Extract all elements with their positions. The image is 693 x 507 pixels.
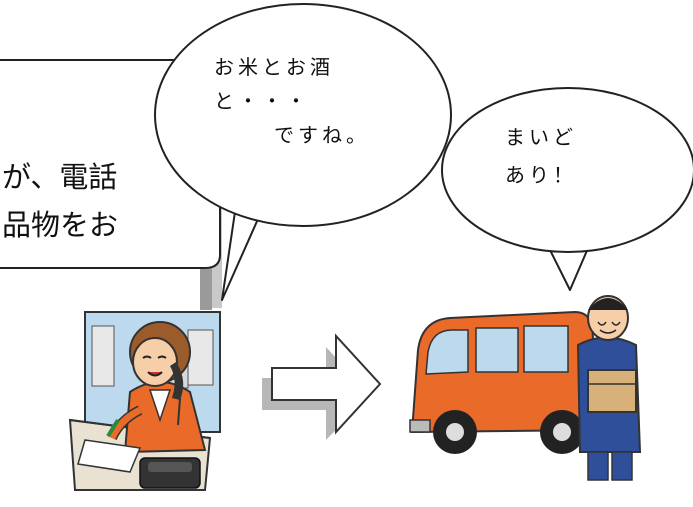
driver-bubble-line-1: まいど xyxy=(505,125,577,149)
main-text-line-2: 品物をお xyxy=(2,208,119,242)
driver-bubble-line-2: あり！ xyxy=(505,163,577,187)
operator-speech-bubble xyxy=(154,3,452,301)
van-illustration xyxy=(409,295,642,481)
operator-illustration xyxy=(68,311,221,491)
telephone-icon xyxy=(139,362,201,489)
delivery-man xyxy=(576,295,642,481)
parcel-icon xyxy=(587,369,637,413)
right-arrow-icon xyxy=(262,333,382,440)
operator-bubble-line-1: お米とお酒 xyxy=(214,55,334,79)
operator-bubble-line-2: と・・・ xyxy=(214,89,310,113)
operator-bubble-line-3: ですね。 xyxy=(274,123,370,147)
van-icon xyxy=(409,310,602,454)
driver-speech-bubble xyxy=(441,87,693,291)
main-text-line-1: が、電話 xyxy=(2,160,118,194)
